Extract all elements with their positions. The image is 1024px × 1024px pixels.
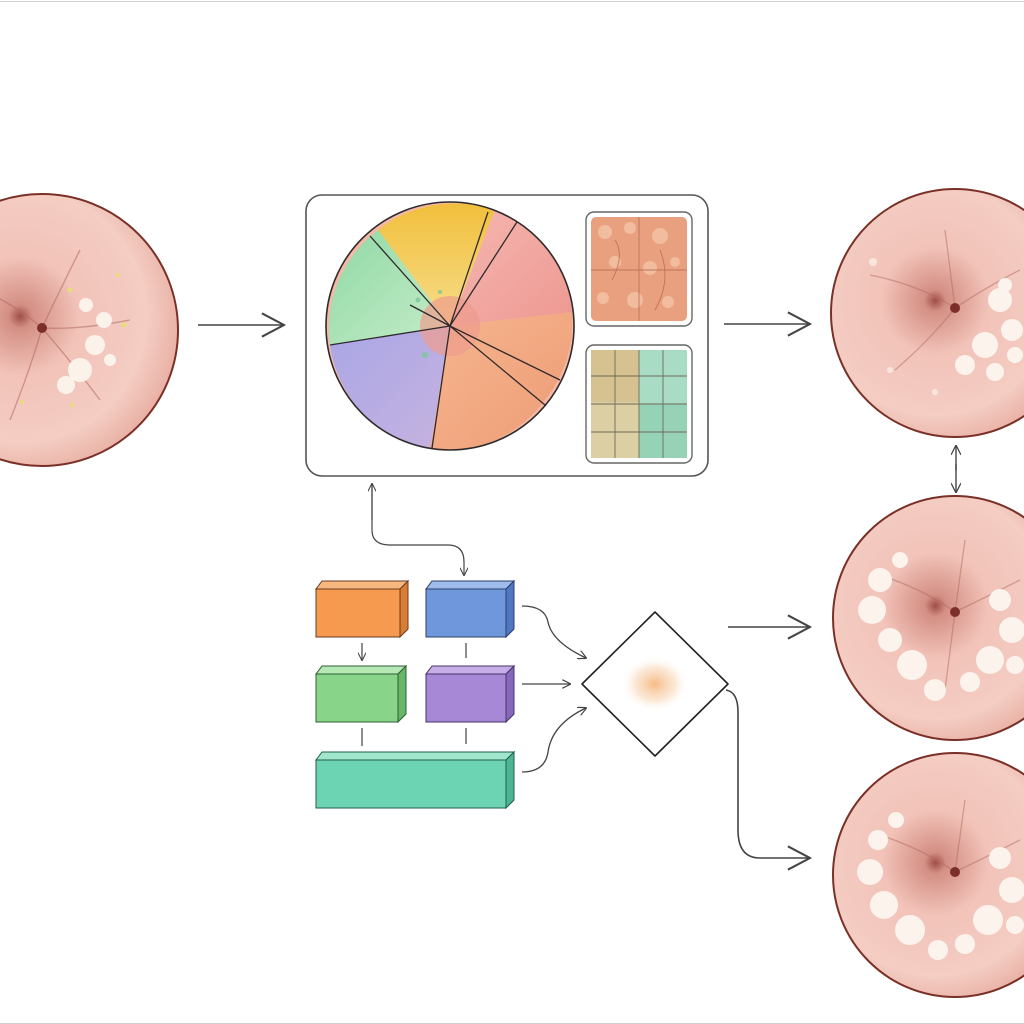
grid-texture-icon [585,344,693,464]
decision-diamond-icon [581,611,729,757]
arrow-teal-to-decision [521,708,586,773]
feature-block-purple [425,664,516,724]
tissue-texture-icon [585,211,693,327]
feature-block-teal [315,750,516,810]
tissue-output-bottom-icon [832,752,1024,998]
feature-block-icon [315,579,516,810]
link-panel-to-features [371,484,464,575]
feature-block-orange [315,579,410,639]
tissue-output-middle-icon [832,495,1024,741]
feature-block-blue [425,579,516,639]
segmentation-wheel-icon [325,201,575,451]
tissue-output-icon [830,188,1024,438]
feature-block-green [315,664,408,724]
tissue-input-icon [0,193,179,467]
arrow-decision-to-output-bottom [725,689,810,858]
arrow-blue-to-decision [521,605,586,658]
